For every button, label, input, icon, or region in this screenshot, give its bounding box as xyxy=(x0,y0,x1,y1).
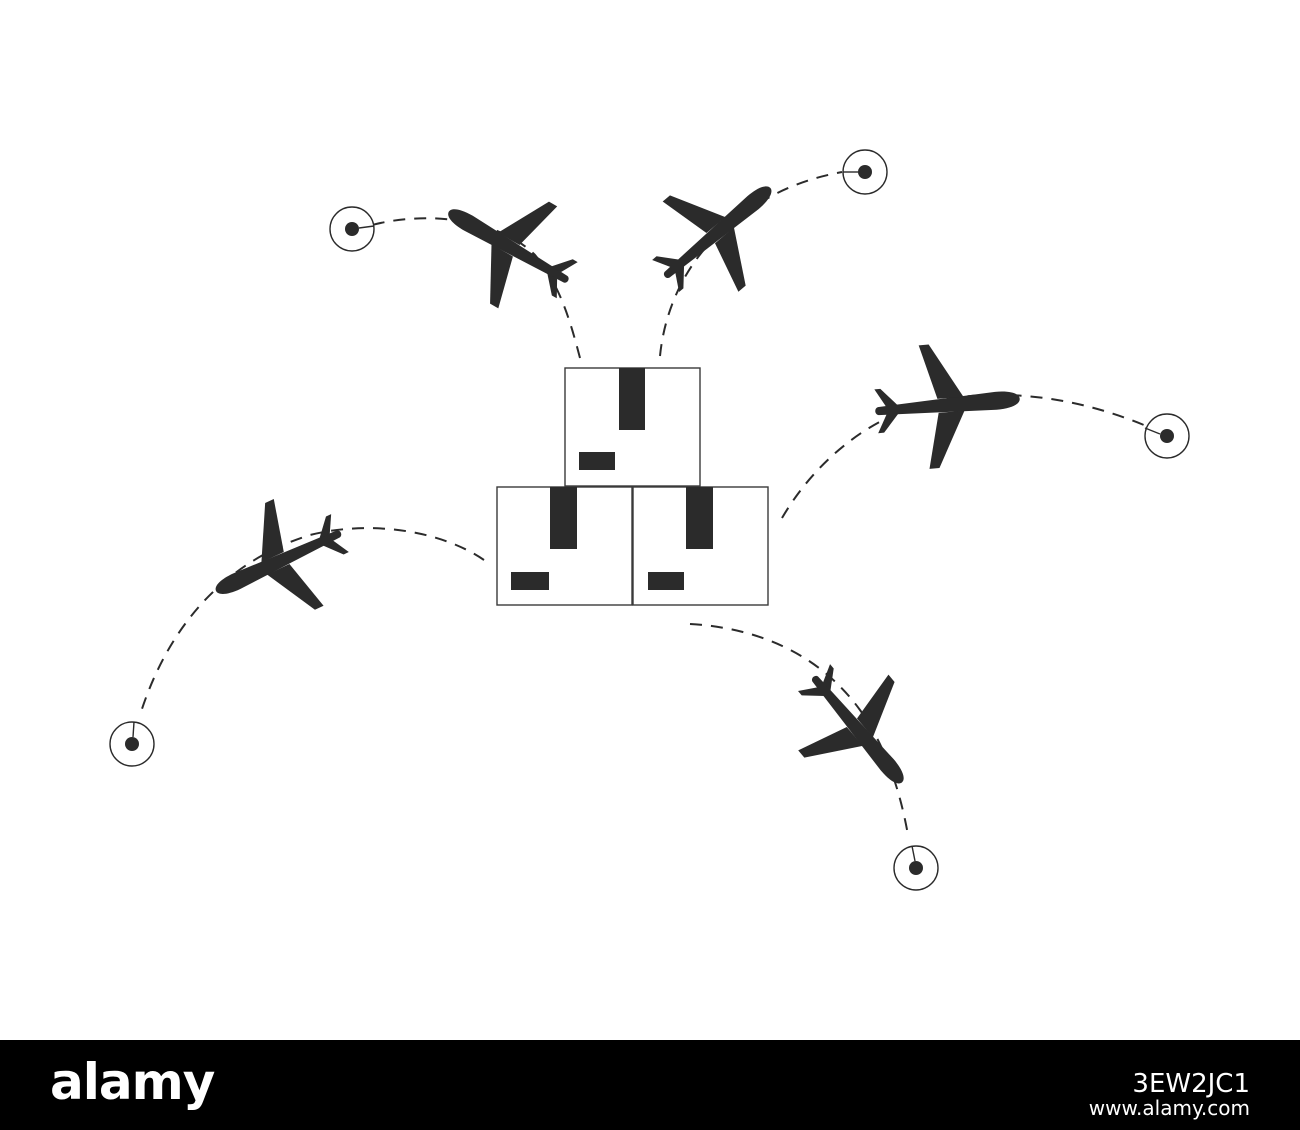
destination-pin-icon xyxy=(329,206,375,252)
watermark-bar: alamy 3EW2JC1 www.alamy.com xyxy=(0,1040,1300,1130)
airplane-icon xyxy=(768,639,948,821)
cardboard-box-icon xyxy=(632,486,769,606)
destination-pin-icon xyxy=(842,149,888,195)
cardboard-box-icon xyxy=(496,486,633,606)
route-bottom-right xyxy=(689,623,909,836)
airplane-icon xyxy=(627,142,809,322)
route-left xyxy=(139,527,485,716)
airplane-icon xyxy=(869,336,1026,474)
cardboard-boxes xyxy=(496,367,769,606)
alamy-logo: alamy xyxy=(50,1053,215,1111)
destination-pin-icon xyxy=(1144,413,1190,459)
route-right xyxy=(781,393,1161,519)
image-id-label: 3EW2JC1 xyxy=(1132,1069,1250,1099)
airplane-icon xyxy=(191,479,366,645)
destination-pin-icon xyxy=(893,845,939,891)
logistics-illustration xyxy=(109,142,1190,891)
airplane-icon xyxy=(419,160,598,332)
route-top-left xyxy=(371,217,581,359)
cardboard-box-icon xyxy=(564,367,701,487)
illustration-canvas xyxy=(109,142,1190,891)
site-url-label: www.alamy.com xyxy=(1088,1096,1250,1120)
destination-pin-icon xyxy=(109,721,155,767)
destination-pins xyxy=(109,149,1190,891)
